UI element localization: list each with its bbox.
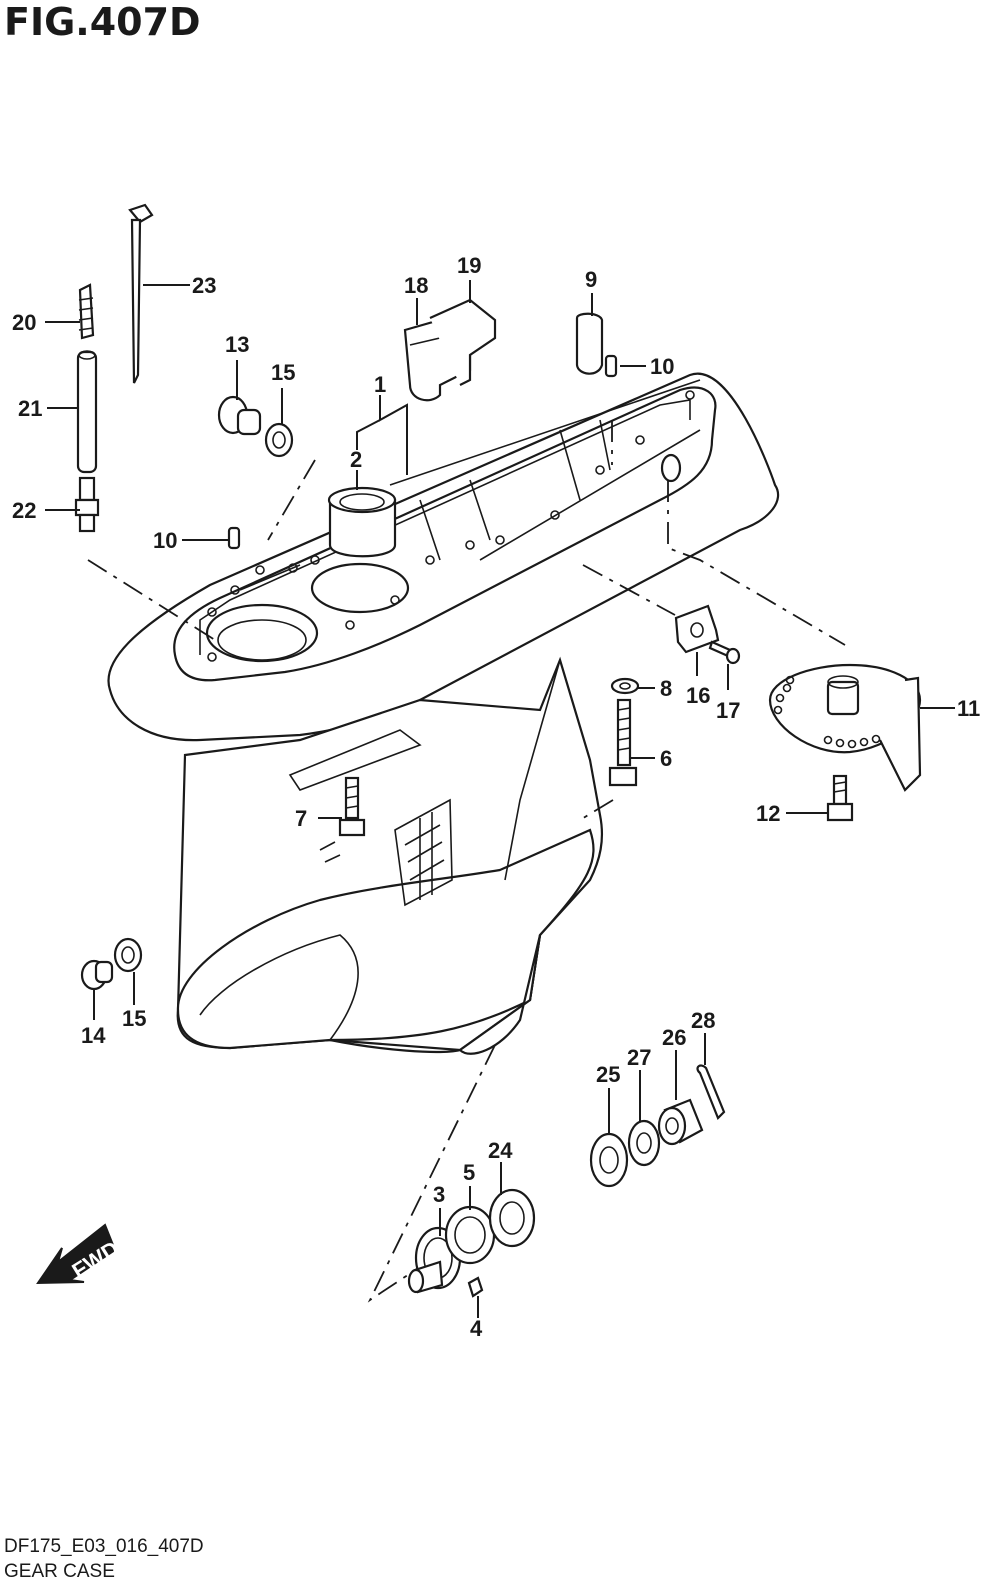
callout-24: 24 (488, 1138, 513, 1163)
callout-15-upper: 15 (271, 360, 295, 385)
callout-27: 27 (627, 1045, 651, 1070)
part-28-cotter-pin (696, 1064, 726, 1120)
part-25-thrust-washer (589, 1132, 629, 1188)
callout-10-right: 10 (650, 354, 674, 379)
figure-title: FIG.407D (4, 0, 201, 44)
figure-name: GEAR CASE (4, 1561, 115, 1582)
gear-case-housing (107, 372, 780, 1055)
callout-22: 22 (12, 498, 36, 523)
callout-1: 1 (374, 372, 386, 397)
callout-12: 12 (756, 801, 780, 826)
part-5-bearing (444, 1205, 496, 1265)
callout-14: 14 (81, 1023, 106, 1048)
part-23-cable-tie (128, 203, 154, 384)
part-26-castle-nut (657, 1098, 704, 1146)
callout-labels: 23 20 21 22 13 15 10 1 2 18 19 9 10 16 1… (12, 253, 980, 1341)
part-10-dowel-left (227, 526, 241, 550)
callout-17: 17 (716, 698, 740, 723)
part-10-dowel-right (604, 354, 618, 378)
part-7-bolt (338, 776, 366, 837)
callout-28: 28 (691, 1008, 715, 1033)
part-22-connector (74, 476, 100, 533)
callout-3: 3 (433, 1182, 445, 1207)
part-13-plug (217, 395, 262, 436)
callout-16: 16 (686, 683, 710, 708)
part-16-block (674, 604, 720, 654)
part-24-seal (488, 1188, 536, 1248)
part-14-drain-plug (80, 959, 114, 991)
part-20-fitting (78, 283, 95, 340)
callout-7: 7 (295, 806, 307, 831)
part-17-screw (708, 640, 741, 665)
callout-2: 2 (350, 447, 362, 472)
figure-code: DF175_E03_016_407D (4, 1536, 204, 1557)
part-11-trim-tab (768, 663, 922, 792)
callout-10-left: 10 (153, 528, 177, 553)
callout-13: 13 (225, 332, 249, 357)
part-9-cap (575, 312, 604, 375)
callout-23: 23 (192, 273, 216, 298)
part-27-washer (627, 1119, 661, 1167)
callout-11: 11 (957, 696, 980, 721)
callout-8: 8 (660, 676, 672, 701)
part-15-washer-upper (264, 422, 294, 458)
callout-9: 9 (585, 267, 597, 292)
callout-19: 19 (457, 253, 481, 278)
callout-6: 6 (660, 746, 672, 771)
part-15-washer-lower (113, 937, 143, 973)
callout-26: 26 (662, 1025, 686, 1050)
callout-5: 5 (463, 1160, 475, 1185)
fwd-direction-arrow: FWD (36, 1223, 123, 1285)
part-12-bolt (826, 774, 854, 822)
part-4-key (467, 1276, 484, 1298)
callout-18: 18 (404, 273, 428, 298)
callout-20: 20 (12, 310, 36, 335)
callout-leaders (45, 280, 955, 1318)
callout-15-lower: 15 (122, 1006, 146, 1031)
part-8-washer (610, 677, 640, 695)
callout-4: 4 (470, 1316, 483, 1341)
part-21-tube (76, 350, 98, 474)
callout-21: 21 (18, 396, 42, 421)
part-6-bolt (608, 698, 638, 787)
callout-25: 25 (596, 1062, 620, 1087)
